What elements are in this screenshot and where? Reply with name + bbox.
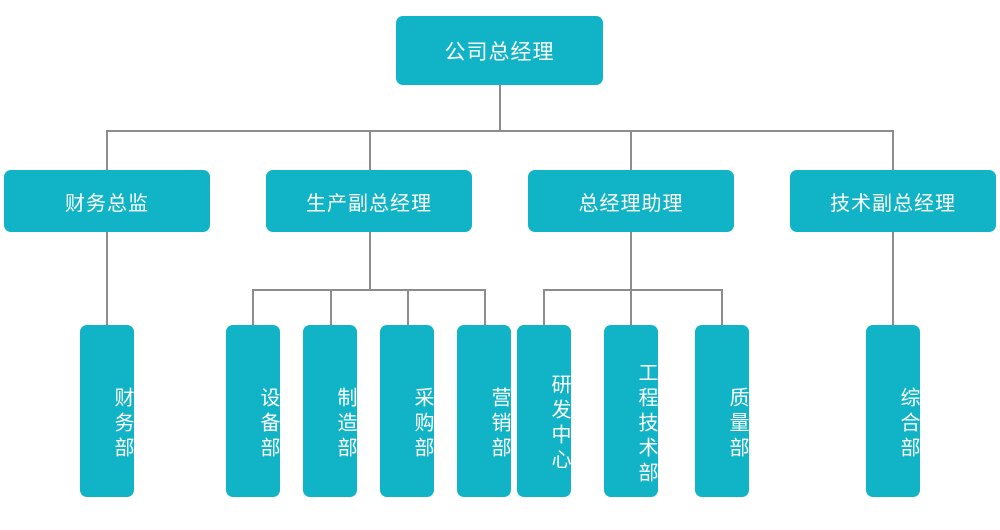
node-engineering-dept[interactable]: 工程技术部	[604, 325, 658, 497]
connector-gm-stem	[499, 85, 501, 131]
connector-bus-to-engineering-dept	[630, 289, 632, 326]
node-tech-vp-label: 技术副总经理	[830, 192, 956, 215]
connector-bus-to-quality-dept	[721, 289, 723, 326]
node-quality-dept[interactable]: 质量部	[695, 325, 749, 497]
node-cfo-label: 财务总监	[65, 192, 149, 215]
connector-bus-to-cfo	[106, 130, 108, 171]
node-prod-vp[interactable]: 生产副总经理	[266, 170, 472, 232]
connector-bus-to-marketing-dept	[484, 289, 486, 326]
node-manufacturing-dept-label: 制造部	[334, 386, 356, 462]
node-purchasing-dept[interactable]: 采购部	[380, 325, 434, 497]
node-rd-center-label: 研发中心	[548, 374, 570, 474]
connector-bus-to-purchasing-dept	[407, 289, 409, 326]
node-gm[interactable]: 公司总经理	[396, 16, 603, 85]
node-gm-assistant-label: 总经理助理	[578, 192, 684, 215]
connector-bus-to-gm-assistant	[630, 130, 632, 171]
node-gm-label: 公司总经理	[444, 40, 555, 64]
node-tech-vp[interactable]: 技术副总经理	[790, 170, 996, 232]
connector-bus-to-rd-center	[543, 289, 545, 326]
node-equipment-dept-label: 设备部	[257, 386, 279, 462]
connector-tech-vp-to-general-affairs-dept	[892, 232, 894, 326]
node-finance-dept-label: 财务部	[111, 386, 133, 462]
node-general-affairs-dept[interactable]: 综合部	[866, 325, 920, 497]
node-marketing-dept-label: 营销部	[488, 386, 510, 462]
connector-bus-to-manufacturing-dept	[330, 289, 332, 326]
node-finance-dept[interactable]: 财务部	[80, 325, 134, 497]
node-general-affairs-dept-label: 综合部	[897, 386, 919, 462]
connector-level1-bus	[107, 130, 894, 132]
node-manufacturing-dept[interactable]: 制造部	[303, 325, 357, 497]
node-engineering-dept-label: 工程技术部	[635, 361, 657, 487]
node-purchasing-dept-label: 采购部	[411, 386, 433, 462]
node-rd-center[interactable]: 研发中心	[517, 325, 571, 497]
connector-prod-vp-stem	[369, 232, 371, 290]
connector-prod-vp-bus	[253, 289, 485, 291]
connector-bus-to-prod-vp	[369, 130, 371, 171]
connector-gm-assistant-stem	[630, 232, 632, 290]
node-equipment-dept[interactable]: 设备部	[226, 325, 280, 497]
node-cfo[interactable]: 财务总监	[4, 170, 210, 232]
node-prod-vp-label: 生产副总经理	[306, 192, 432, 215]
connector-bus-to-equipment-dept	[252, 289, 254, 326]
connector-gm-assistant-bus	[544, 289, 722, 291]
node-marketing-dept[interactable]: 营销部	[457, 325, 511, 497]
connector-bus-to-tech-vp	[892, 130, 894, 171]
node-gm-assistant[interactable]: 总经理助理	[528, 170, 734, 232]
node-quality-dept-label: 质量部	[726, 386, 748, 462]
connector-cfo-to-finance-dept	[106, 232, 108, 326]
